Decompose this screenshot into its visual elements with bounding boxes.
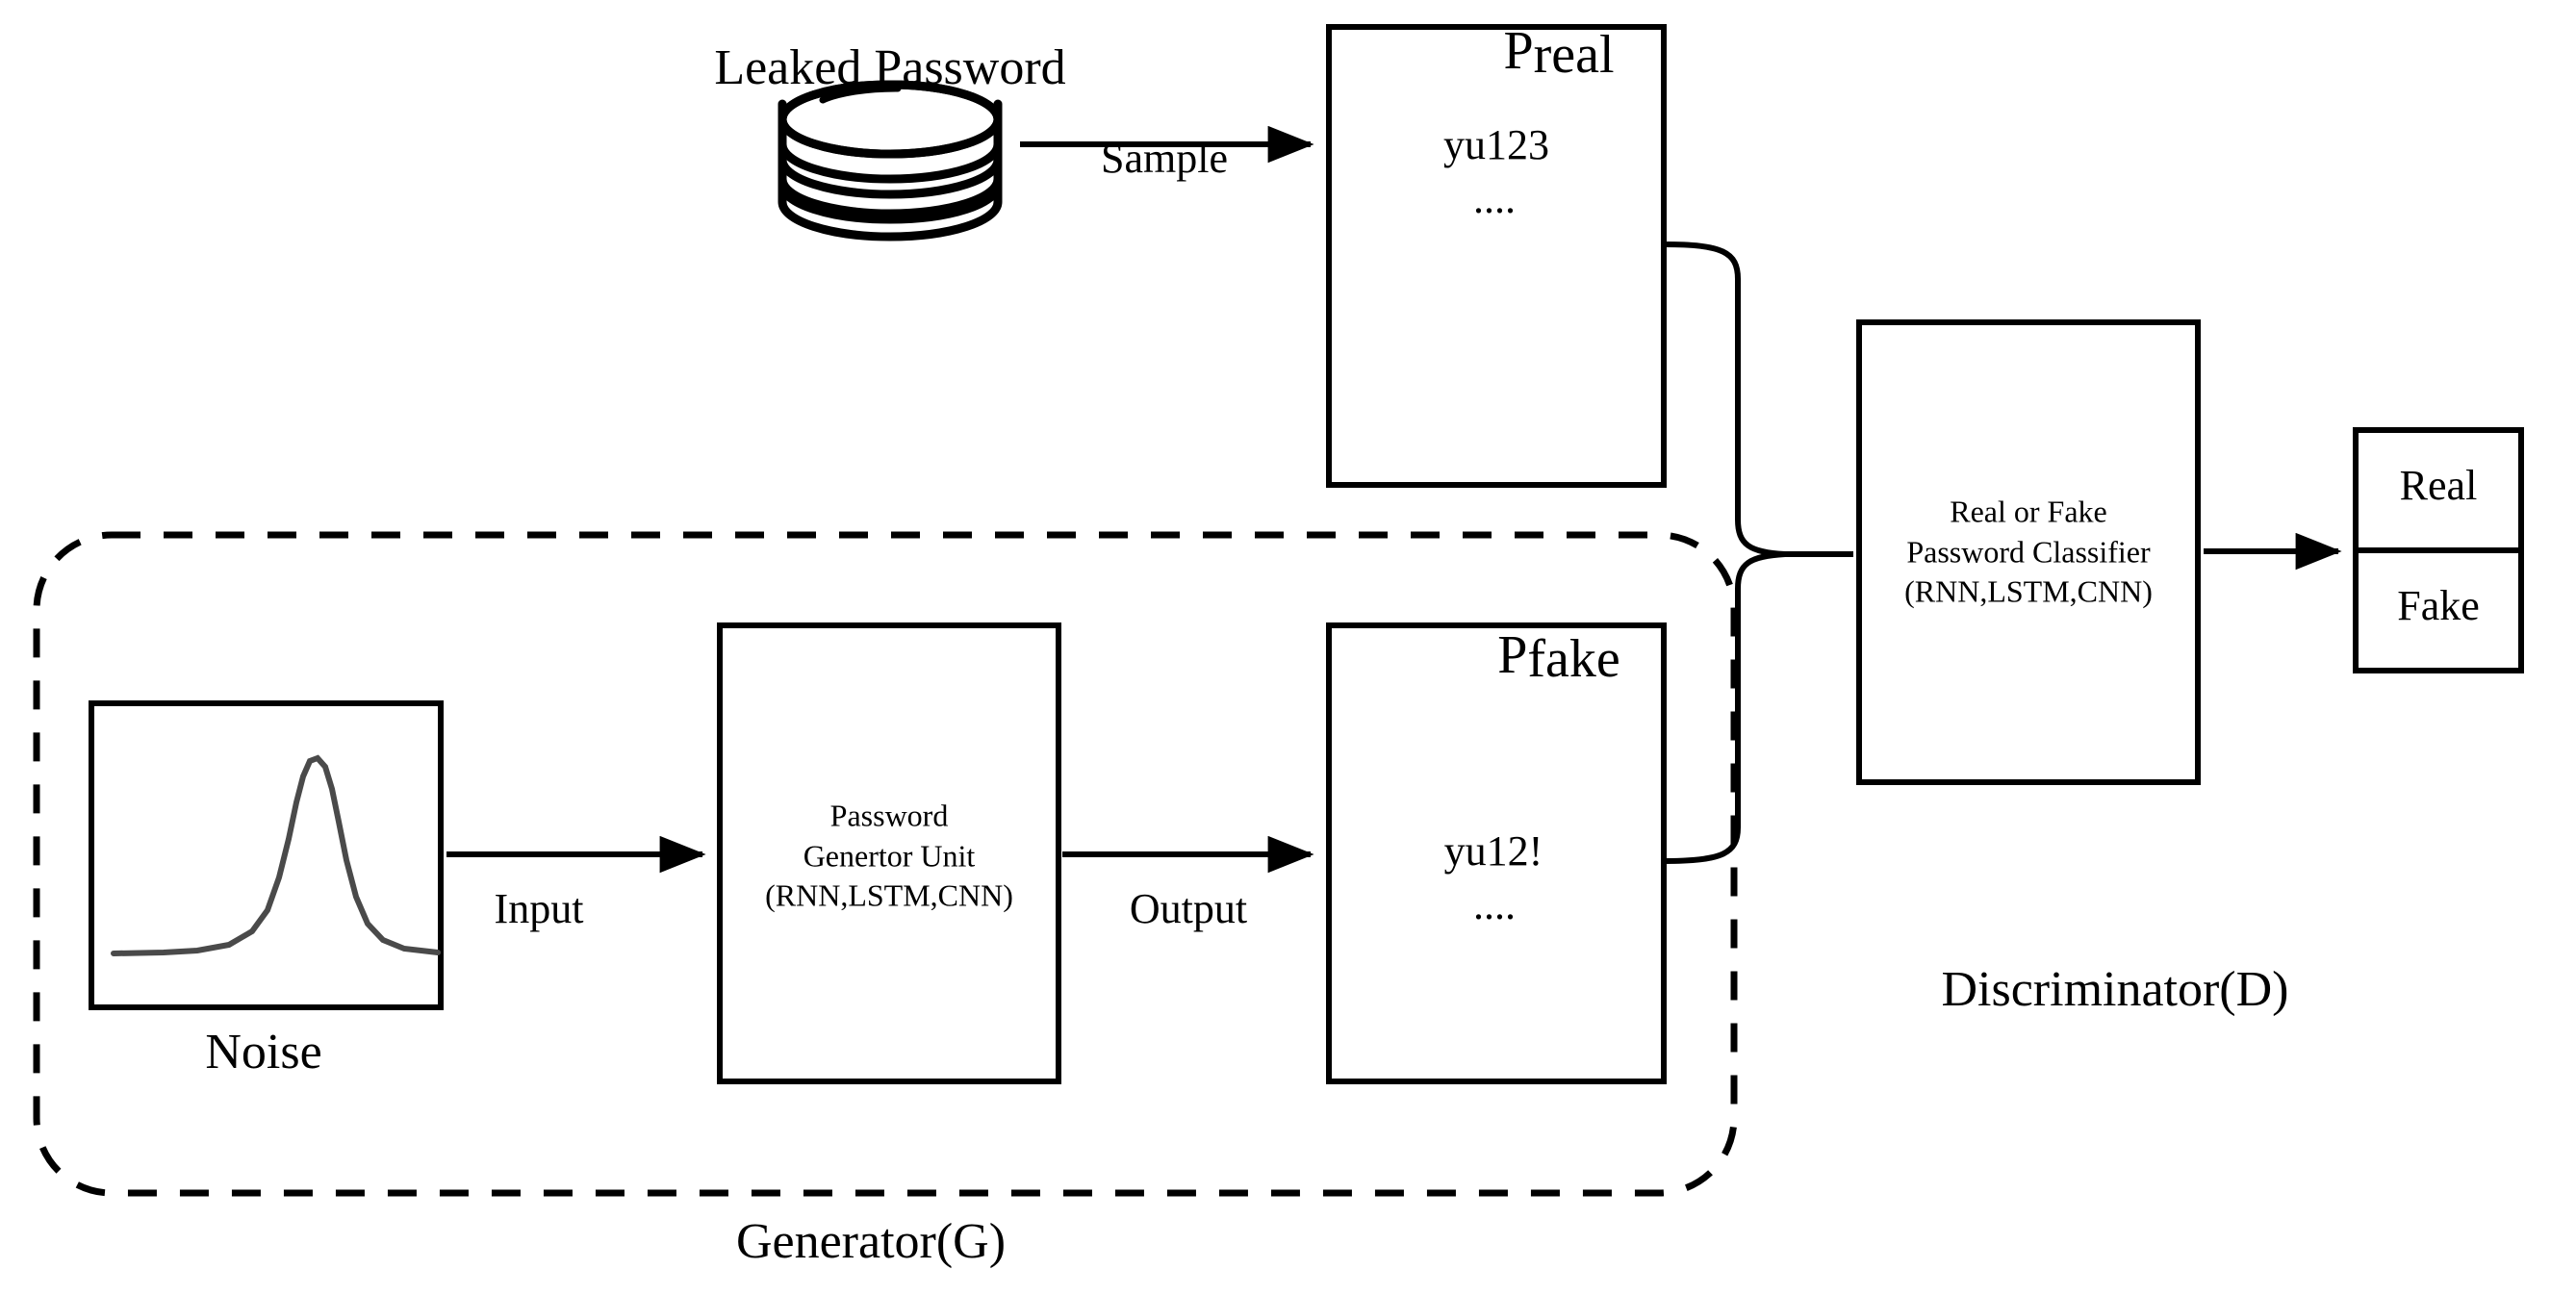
verdict-real-label: Real bbox=[2399, 462, 2478, 509]
p-real-symbol-text: P bbox=[1503, 21, 1534, 81]
p-fake-subscript: fake bbox=[1527, 629, 1620, 690]
generator-boundary bbox=[33, 531, 1738, 1197]
p-fake-sample-value: yu12! bbox=[1443, 827, 1543, 875]
generator-group-label: Generator(G) bbox=[735, 1214, 1007, 1269]
database-cylinder-icon bbox=[778, 80, 1003, 241]
p-real-sample-value: yu123 bbox=[1443, 121, 1549, 168]
generator-line-3: (RNN,LSTM,CNN) bbox=[765, 877, 1013, 913]
noise-label: Noise bbox=[205, 1025, 322, 1079]
generator-unit-label: Password Genertor Unit (RNN,LSTM,CNN) bbox=[765, 797, 1013, 917]
p-real-subscript: real bbox=[1533, 25, 1615, 86]
verdict-fake-label: Fake bbox=[2397, 582, 2480, 629]
noise-box bbox=[89, 700, 444, 1010]
p-fake-ellipsis: .... bbox=[1473, 881, 1516, 928]
p-fake-box bbox=[1326, 622, 1667, 1084]
generator-line-2: Genertor Unit bbox=[803, 838, 976, 874]
edge-label-input: Input bbox=[494, 885, 584, 932]
p-fake-symbol-text: P bbox=[1497, 625, 1528, 685]
discriminator-unit-label: Real or Fake Password Classifier (RNN,LS… bbox=[1904, 493, 2153, 613]
p-real-symbol: Preal bbox=[1503, 21, 1614, 86]
edge-label-output: Output bbox=[1129, 885, 1248, 932]
p-real-box bbox=[1326, 24, 1667, 488]
discriminator-line-1: Real or Fake bbox=[1950, 494, 2107, 529]
generator-line-1: Password bbox=[829, 798, 949, 833]
gaussian-curve-icon bbox=[111, 754, 441, 956]
discriminator-line-3: (RNN,LSTM,CNN) bbox=[1904, 573, 2153, 609]
edge-label-sample: Sample bbox=[1101, 135, 1228, 182]
leaked-password-label: Leaked Password bbox=[714, 40, 1066, 95]
p-real-ellipsis: .... bbox=[1473, 175, 1516, 222]
discriminator-line-2: Password Classifier bbox=[1906, 534, 2151, 570]
merge-brace-icon bbox=[1663, 241, 1853, 864]
discriminator-group-label: Discriminator(D) bbox=[1941, 962, 2289, 1017]
p-fake-symbol: Pfake bbox=[1497, 625, 1620, 690]
generator-unit-box bbox=[717, 622, 1061, 1084]
discriminator-box bbox=[1856, 319, 2201, 785]
